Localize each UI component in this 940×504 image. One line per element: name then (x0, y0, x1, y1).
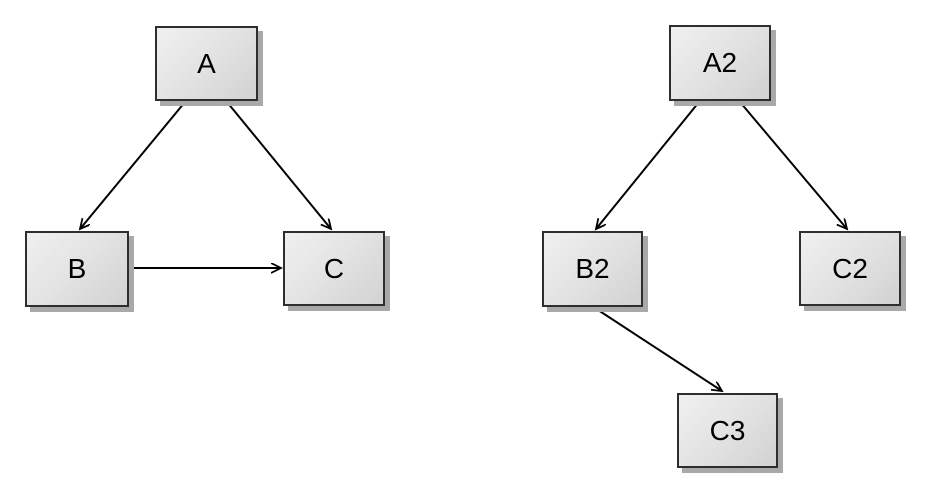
node-label: C (323, 252, 345, 284)
edge-A-to-C (226, 101, 331, 229)
node-C3: C3 (677, 393, 778, 468)
node-label: B2 (575, 253, 610, 284)
edge-B2-to-C3 (594, 307, 722, 391)
edges-group (80, 101, 847, 391)
node-A2: A2 (669, 25, 771, 101)
node-C2: C2 (799, 231, 901, 306)
node-B: B (25, 231, 129, 307)
node-B2: B2 (542, 231, 643, 307)
edge-A-to-B (80, 101, 186, 229)
node-label: C3 (709, 414, 746, 446)
node-A: A (155, 26, 258, 101)
node-label: A (197, 47, 216, 79)
node-label: B (67, 253, 87, 284)
node-label: A2 (702, 47, 738, 78)
edge-A2-to-B2 (596, 101, 700, 229)
node-label: C2 (832, 252, 868, 284)
edge-A2-to-C2 (739, 101, 847, 229)
node-C: C (283, 231, 385, 306)
